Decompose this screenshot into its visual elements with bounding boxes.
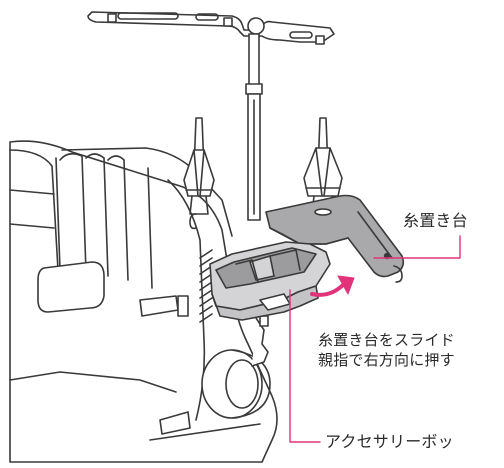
curved-arrow-right-icon <box>310 275 355 297</box>
callout-line-accessory-box <box>289 289 321 443</box>
left-spool-pin <box>183 117 215 215</box>
instruction-line-2: 親指で右方向に押す <box>318 351 455 369</box>
telescopic-rod <box>245 33 263 221</box>
label-accessory-box: アクセサリーボッ <box>325 432 454 451</box>
accessory-box <box>209 241 331 321</box>
thread-stand-tray <box>265 194 405 283</box>
thread-guide-bar <box>87 11 335 45</box>
serger-machine-body <box>9 140 278 463</box>
label-thread-stand: 糸置き台 <box>403 211 468 230</box>
right-spool-pin <box>303 117 343 215</box>
instruction-line-1: 糸置き台をスライド <box>318 331 455 349</box>
callout-line-thread-stand <box>373 235 461 259</box>
